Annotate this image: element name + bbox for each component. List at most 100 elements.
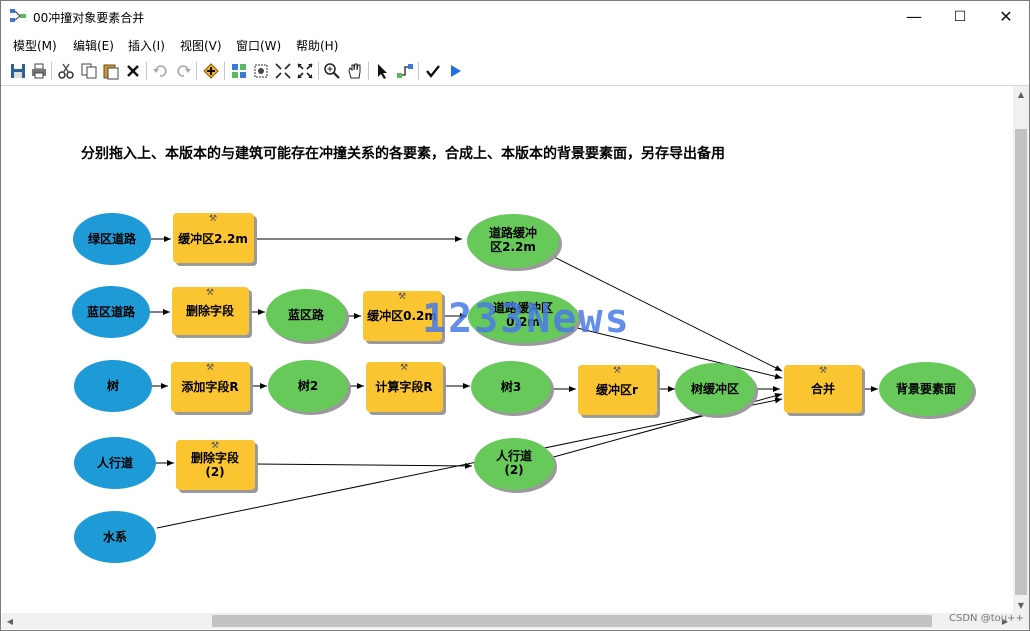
toolbar-separator <box>318 62 319 80</box>
node-label: 缓冲区r <box>596 382 638 397</box>
output-树缓冲区[interactable]: 树缓冲区 <box>675 363 755 415</box>
output-road-buffer-2.2m[interactable]: 道路缓冲 区2.2m <box>467 214 559 268</box>
hammer-icon: ⚒ <box>209 214 217 224</box>
input-蓝区道路[interactable]: 蓝区道路 <box>72 286 150 338</box>
save-icon[interactable] <box>9 62 27 80</box>
toolbar-separator <box>224 62 225 80</box>
menu-bar: 模型(M) 编辑(E) 插入(I) 视图(V) 窗口(W) 帮助(H) <box>1 34 1029 56</box>
horizontal-scroll-thumb[interactable] <box>212 615 932 627</box>
tool-buffer-2.2m[interactable]: 缓冲区2.2m ⚒ <box>173 213 254 263</box>
node-label: 缓冲区2.2m <box>178 231 248 246</box>
print-icon[interactable] <box>30 62 48 80</box>
copy-icon[interactable] <box>80 62 98 80</box>
node-label: 树2 <box>298 378 318 393</box>
maximize-button[interactable]: ☐ <box>953 8 967 25</box>
output-树3[interactable]: 树3 <box>471 361 551 413</box>
node-label: 人行道 <box>496 448 532 463</box>
node-label: 道路缓冲区 <box>493 300 553 315</box>
title-bar[interactable]: 00冲撞对象要素合并 — ☐ ✕ <box>1 1 1029 32</box>
scroll-up-icon[interactable]: ▲ <box>1017 89 1025 99</box>
menu-edit[interactable]: 编辑(E) <box>73 39 114 53</box>
tool-delete-field-2[interactable]: 删除字段 (2) ⚒ <box>176 440 255 490</box>
toolbar-separator <box>196 62 197 80</box>
node-label: 缓冲区0.2m <box>367 308 437 323</box>
hammer-icon: ⚒ <box>613 366 621 376</box>
redo-icon[interactable] <box>174 62 192 80</box>
validate-icon[interactable] <box>424 62 442 80</box>
node-label: 蓝区道路 <box>87 304 136 319</box>
connector <box>541 250 783 372</box>
node-label: (2) <box>504 463 523 477</box>
node-label: 树缓冲区 <box>691 381 739 396</box>
vertical-scrollbar[interactable]: ▲ ▼ <box>1013 86 1029 613</box>
undo-icon[interactable] <box>152 62 170 80</box>
connectors <box>149 236 878 529</box>
scroll-left-icon[interactable]: ◀ <box>6 616 14 626</box>
menu-insert[interactable]: 插入(I) <box>128 39 165 53</box>
paste-icon[interactable] <box>102 62 120 80</box>
tool-buffer-r[interactable]: 缓冲区r ⚒ <box>578 365 657 415</box>
connector <box>156 397 783 529</box>
output-背景要素面[interactable]: 背景要素面 <box>879 362 973 416</box>
node-label: 删除字段 <box>186 303 235 318</box>
node-label: 0.2m <box>506 315 540 329</box>
hammer-icon: ⚒ <box>398 292 406 302</box>
zoom-in-icon[interactable] <box>323 62 341 80</box>
close-button[interactable]: ✕ <box>999 7 1013 26</box>
hammer-icon: ⚒ <box>206 363 214 373</box>
node-label: 添加字段R <box>181 379 238 394</box>
menu-window[interactable]: 窗口(W) <box>236 39 282 53</box>
toolbar-separator <box>418 62 419 80</box>
zoom-fit-icon[interactable] <box>274 62 292 80</box>
input-人行道[interactable]: 人行道 <box>74 437 156 489</box>
tool-buffer-0.2m[interactable]: 缓冲区0.2m ⚒ <box>363 291 442 341</box>
scroll-down-icon[interactable]: ▼ <box>1017 600 1025 610</box>
node-label: 人行道 <box>97 455 133 470</box>
hammer-icon: ⚒ <box>819 366 827 376</box>
toolbar-separator <box>368 62 369 80</box>
node-label: 背景要素面 <box>896 381 956 396</box>
add-data-icon[interactable] <box>202 62 220 80</box>
tool-add-field-r[interactable]: 添加字段R ⚒ <box>171 362 250 412</box>
toolbar-separator <box>51 62 52 80</box>
pan-icon[interactable] <box>346 62 364 80</box>
scroll-right-icon[interactable]: ▶ <box>1001 616 1009 626</box>
output-road-buffer-0.2m[interactable]: 道路缓冲区 0.2m <box>468 291 578 343</box>
toolbar <box>1 58 1029 86</box>
output-蓝区路[interactable]: 蓝区路 <box>266 289 346 341</box>
node-label: (2) <box>205 465 224 479</box>
vertical-scroll-thumb[interactable] <box>1015 129 1027 595</box>
tool-calc-field-r[interactable]: 计算字段R ⚒ <box>366 362 443 412</box>
node-label: 合并 <box>811 381 835 396</box>
select-icon[interactable] <box>374 62 392 80</box>
auto-layout-icon[interactable] <box>230 62 248 80</box>
output-树2[interactable]: 树2 <box>268 360 348 412</box>
hammer-icon: ⚒ <box>400 363 408 373</box>
menu-model[interactable]: 模型(M) <box>13 39 57 53</box>
menu-help[interactable]: 帮助(H) <box>296 39 339 53</box>
node-label: 蓝区路 <box>288 307 325 322</box>
cut-icon[interactable] <box>57 62 75 80</box>
delete-icon[interactable] <box>124 62 142 80</box>
tool-delete-field[interactable]: 删除字段 ⚒ <box>172 287 249 335</box>
node-label: 绿区道路 <box>88 231 137 246</box>
node-label: 计算字段R <box>375 379 432 394</box>
minimize-button[interactable]: — <box>906 7 922 26</box>
zoom-full-icon[interactable] <box>296 62 314 80</box>
window-title: 00冲撞对象要素合并 <box>33 11 145 25</box>
full-extent-icon[interactable] <box>252 62 270 80</box>
horizontal-scrollbar[interactable]: ◀ ▶ <box>2 613 1013 629</box>
model-canvas[interactable]: 分别拖入上、本版本的与建筑可能存在冲撞关系的各要素，合成上、本版本的背景要素面，… <box>2 86 1013 613</box>
node-label: 水系 <box>103 529 127 544</box>
input-树[interactable]: 树 <box>74 360 152 412</box>
input-水系[interactable]: 水系 <box>74 511 156 563</box>
run-icon[interactable] <box>446 62 464 80</box>
menu-view[interactable]: 视图(V) <box>180 39 222 53</box>
credit-text: CSDN @tou++ <box>949 613 1024 624</box>
input-绿区道路[interactable]: 绿区道路 <box>73 213 151 265</box>
tool-merge[interactable]: 合并 ⚒ <box>784 365 862 413</box>
output-人行道2[interactable]: 人行道 (2) <box>474 438 554 490</box>
model-caption: 分别拖入上、本版本的与建筑可能存在冲撞关系的各要素，合成上、本版本的背景要素面，… <box>81 146 725 162</box>
connect-icon[interactable] <box>396 62 414 80</box>
